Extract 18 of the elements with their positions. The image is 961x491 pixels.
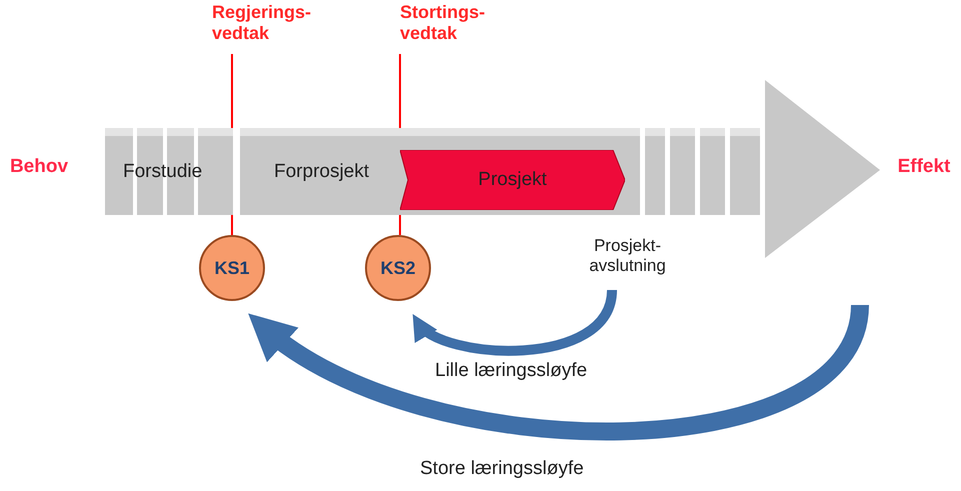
- phase-label: Prosjekt: [478, 169, 547, 191]
- connector-line: [231, 54, 233, 235]
- project-arrow: [400, 150, 625, 210]
- decision-label: Regjerings- vedtak: [212, 2, 312, 54]
- feedback-arrow: [410, 289, 617, 356]
- feedback-arrow: [246, 302, 869, 440]
- edge-label: Lille læringssløyfe: [435, 360, 588, 382]
- stage-label: Effekt: [888, 150, 960, 184]
- phase-block: [105, 128, 233, 215]
- edge-label: Store læringssløyfe: [420, 458, 584, 480]
- quality-gate-circle: KS1: [199, 235, 265, 301]
- decision-label: Stortings- vedtak: [400, 2, 500, 54]
- phase-label: Forprosjekt: [274, 160, 370, 182]
- quality-gate-circle: KS2: [365, 235, 431, 301]
- milestone-label: Prosjekt- avslutning: [570, 230, 685, 282]
- stage-label: Behov: [4, 150, 74, 184]
- phase-label: Forstudie: [123, 160, 202, 182]
- phase-block: [240, 128, 640, 215]
